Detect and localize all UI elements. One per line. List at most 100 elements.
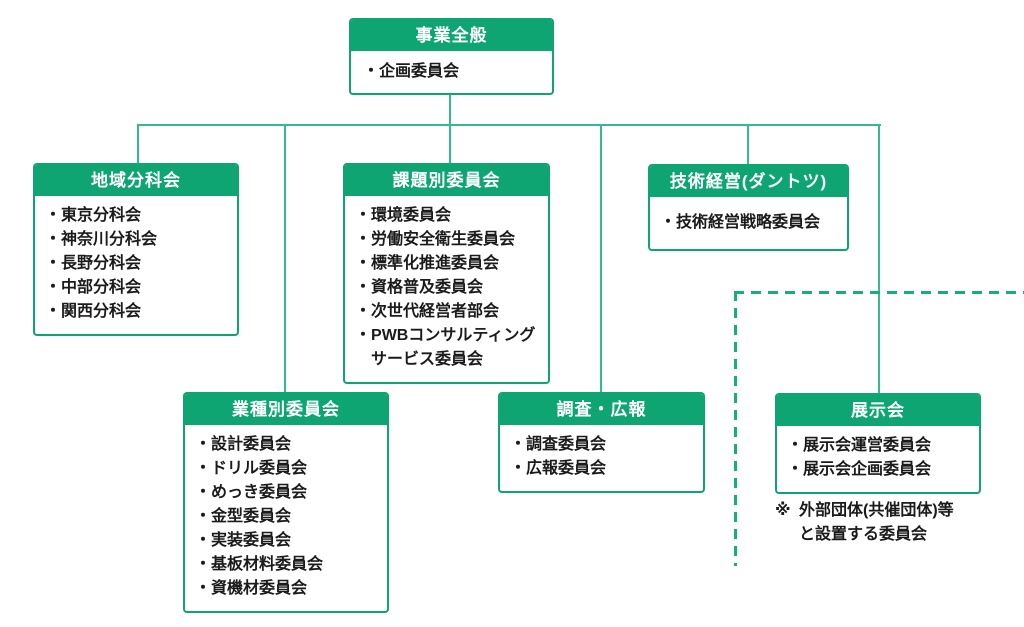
bullet: ・ (45, 279, 62, 296)
list-item-label: 実装委員会 (211, 532, 292, 549)
list-item-label: 中部分科会 (61, 279, 142, 296)
dashed-boundary-vertical (734, 291, 737, 566)
list-item: ・神奈川分科会 (45, 228, 227, 252)
list-item: ・資機材委員会 (195, 577, 377, 601)
bullet: ・ (787, 437, 804, 454)
list-item: ・ 企画委員会 (363, 60, 540, 84)
bullet: ・ (195, 460, 212, 477)
list-item-label: 広報委員会 (526, 460, 607, 477)
list-item: ・金型委員会 (195, 505, 377, 529)
box-industry-body: ・設計委員会 ・ドリル委員会 ・めっき委員会 ・金型委員会 ・実装委員会 ・基板… (185, 425, 387, 611)
list-item: ・労働安全衛生委員会 (355, 228, 538, 252)
box-exhibition: 展示会 ・展示会運営委員会 ・展示会企画委員会 (775, 393, 981, 494)
connector-drop-regional (137, 124, 139, 165)
connector-drop-industry (284, 124, 286, 394)
bullet: ・ (195, 484, 212, 501)
dashed-boundary-horizontal (734, 291, 1024, 294)
bullet: ・ (510, 436, 527, 453)
box-regional-title: 地域分科会 (35, 165, 237, 196)
list-item: ・広報委員会 (510, 457, 693, 481)
bullet: ・ (355, 327, 372, 344)
connector-drop-tech (747, 124, 749, 166)
list-item: ・実装委員会 (195, 529, 377, 553)
connector-root-stem (449, 90, 451, 126)
bullet: ・ (195, 508, 212, 525)
note-marker: ※ (775, 502, 791, 519)
list-item: ・東京分科会 (45, 204, 227, 228)
list-item: ・展示会企画委員会 (787, 458, 969, 482)
list-item-label: 資機材委員会 (211, 580, 308, 597)
bullet: ・ (363, 63, 380, 80)
list-item-label: 関西分科会 (61, 303, 142, 320)
bullet: ・ (45, 207, 62, 224)
list-item-label: 長野分科会 (61, 255, 142, 272)
box-business-general: 事業全般 ・ 企画委員会 (349, 18, 554, 95)
box-issue-committees: 課題別委員会 ・環境委員会 ・労働安全衛生委員会 ・標準化推進委員会 ・資格普及… (343, 163, 550, 384)
list-item-label: 資格普及委員会 (371, 279, 484, 296)
list-item: ・ドリル委員会 (195, 457, 377, 481)
connector-drop-exhibition (878, 124, 880, 395)
bullet: ・ (660, 214, 677, 231)
box-technology-management-title: 技術経営(ダントツ) (650, 166, 847, 197)
list-item-label: 金型委員会 (211, 508, 292, 525)
bullet: ・ (355, 207, 372, 224)
bullet: ・ (355, 279, 372, 296)
list-item-label: 展示会運営委員会 (803, 437, 932, 454)
box-research-pr-title: 調査・広報 (500, 394, 703, 425)
bullet: ・ (510, 460, 527, 477)
list-item: ・長野分科会 (45, 252, 227, 276)
box-regional-body: ・東京分科会 ・神奈川分科会 ・長野分科会 ・中部分科会 ・関西分科会 (35, 196, 237, 334)
list-item-label: 東京分科会 (61, 207, 142, 224)
box-issue-title: 課題別委員会 (345, 165, 548, 196)
bullet: ・ (195, 580, 212, 597)
bullet: ・ (45, 231, 62, 248)
list-item-label: 設計委員会 (211, 436, 292, 453)
list-item-label: 標準化推進委員会 (371, 255, 500, 272)
list-item: ・PWBコンサルティングサービス委員会 (355, 324, 538, 372)
note-line-1: 外部団体(共催団体)等 (799, 502, 954, 519)
list-item-label: 労働安全衛生委員会 (371, 231, 516, 248)
list-item-label: 技術経営戦略委員会 (676, 214, 821, 231)
box-industry-committees: 業種別委員会 ・設計委員会 ・ドリル委員会 ・めっき委員会 ・金型委員会 ・実装… (183, 392, 389, 613)
box-business-general-title: 事業全般 (351, 20, 552, 51)
box-exhibition-title: 展示会 (777, 395, 979, 426)
list-item: ・展示会運営委員会 (787, 434, 969, 458)
external-org-note: ※ 外部団体(共催団体)等 と設置する委員会 (775, 499, 954, 547)
bullet: ・ (45, 255, 62, 272)
box-issue-body: ・環境委員会 ・労働安全衛生委員会 ・標準化推進委員会 ・資格普及委員会 ・次世… (345, 196, 548, 382)
connector-horizontal-bus (137, 124, 881, 126)
bullet: ・ (355, 231, 372, 248)
note-text: 外部団体(共催団体)等 と設置する委員会 (799, 499, 954, 547)
bullet: ・ (195, 532, 212, 549)
bullet: ・ (195, 556, 212, 573)
list-item: ・技術経営戦略委員会 (660, 211, 837, 235)
connector-drop-issue (449, 124, 451, 165)
list-item-label: 調査委員会 (526, 436, 607, 453)
connector-drop-research (600, 124, 602, 394)
list-item: ・めっき委員会 (195, 481, 377, 505)
list-item-label: めっき委員会 (211, 484, 308, 501)
list-item: ・調査委員会 (510, 433, 693, 457)
bullet: ・ (45, 303, 62, 320)
list-item: ・次世代経営者部会 (355, 300, 538, 324)
list-item: ・資格普及委員会 (355, 276, 538, 300)
list-item-label: 企画委員会 (379, 63, 460, 80)
list-item-label: ドリル委員会 (211, 460, 308, 477)
list-item: ・基板材料委員会 (195, 553, 377, 577)
list-item-label: 次世代経営者部会 (371, 303, 500, 320)
list-item-label: PWBコンサルティングサービス委員会 (371, 327, 536, 368)
bullet: ・ (195, 436, 212, 453)
box-regional-subcommittees: 地域分科会 ・東京分科会 ・神奈川分科会 ・長野分科会 ・中部分科会 ・関西分科… (33, 163, 239, 336)
note-line-2: と設置する委員会 (799, 526, 928, 543)
list-item: ・標準化推進委員会 (355, 252, 538, 276)
bullet: ・ (787, 461, 804, 478)
box-research-pr: 調査・広報 ・調査委員会 ・広報委員会 (498, 392, 705, 493)
list-item-label: 神奈川分科会 (61, 231, 158, 248)
list-item-label: 基板材料委員会 (211, 556, 324, 573)
box-technology-management-body: ・技術経営戦略委員会 (650, 197, 847, 249)
bullet: ・ (355, 255, 372, 272)
box-industry-title: 業種別委員会 (185, 394, 387, 425)
box-research-pr-body: ・調査委員会 ・広報委員会 (500, 425, 703, 491)
list-item-label: 環境委員会 (371, 207, 452, 224)
